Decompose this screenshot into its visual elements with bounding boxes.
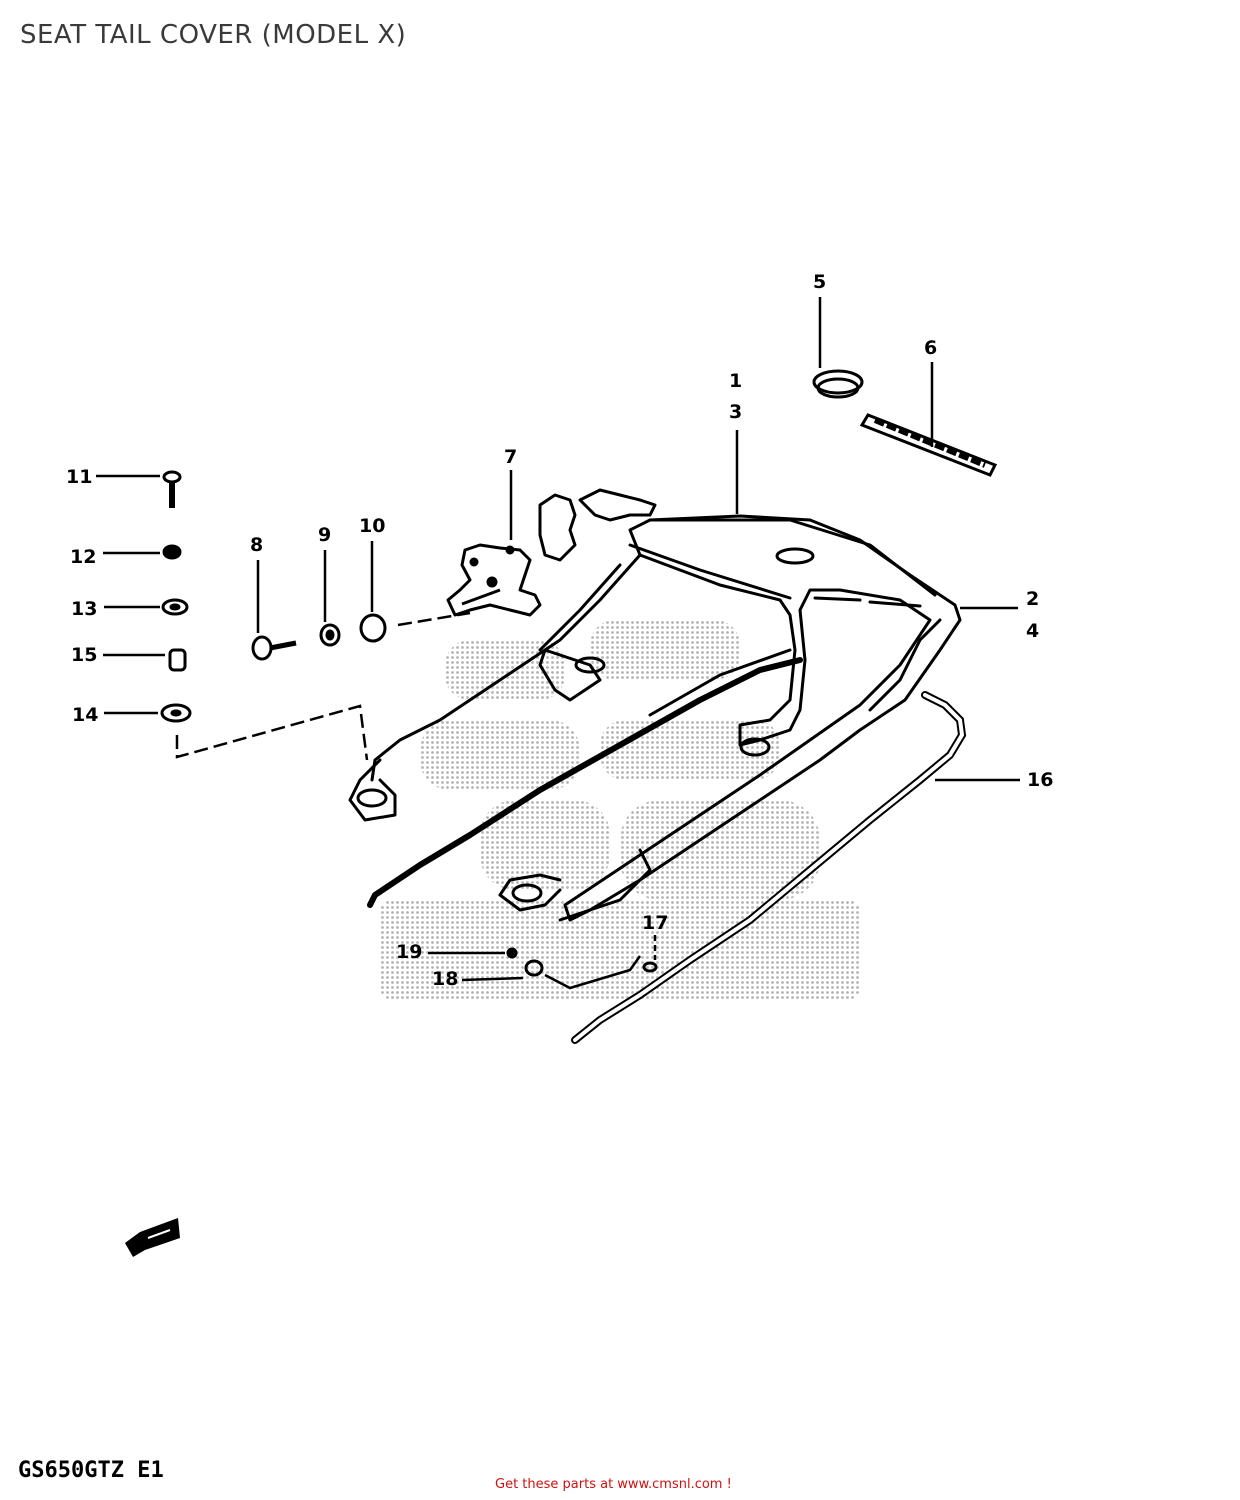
callout-5: 5 bbox=[813, 271, 826, 293]
callout-16: 16 bbox=[1027, 769, 1053, 791]
callout-12: 12 bbox=[70, 546, 96, 568]
callout-11: 11 bbox=[66, 466, 92, 488]
page-title: SEAT TAIL COVER (MODEL X) bbox=[20, 20, 407, 50]
callout-2: 2 bbox=[1026, 588, 1039, 610]
fastener-parts bbox=[160, 369, 998, 977]
callout-15: 15 bbox=[71, 644, 97, 666]
seat-latch-assembly bbox=[446, 488, 657, 617]
watermark-logo bbox=[380, 620, 860, 1000]
model-code: GS650GTZ E1 bbox=[18, 1458, 164, 1483]
callout-8: 8 bbox=[250, 534, 263, 556]
callout-14: 14 bbox=[72, 704, 98, 726]
callout-7: 7 bbox=[504, 446, 517, 468]
callout-6: 6 bbox=[924, 337, 937, 359]
callout-3: 3 bbox=[729, 401, 742, 423]
callout-9: 9 bbox=[318, 524, 331, 546]
callout-19: 19 bbox=[396, 941, 422, 963]
callout-labels: 1 3 2 4 5 6 7 8 9 10 11 12 13 15 14 16 1… bbox=[66, 271, 1053, 990]
callout-17: 17 bbox=[642, 912, 668, 934]
seal-strip bbox=[571, 691, 967, 1044]
callout-18: 18 bbox=[432, 968, 458, 990]
callout-13: 13 bbox=[71, 598, 97, 620]
callout-4: 4 bbox=[1026, 620, 1039, 642]
leader-lines bbox=[96, 297, 1020, 990]
callout-1: 1 bbox=[729, 370, 742, 392]
callout-10: 10 bbox=[359, 515, 385, 537]
seat-tail-cover bbox=[348, 514, 962, 922]
front-direction-arrow-icon bbox=[125, 1218, 180, 1257]
parts-link[interactable]: Get these parts at www.cmsnl.com ! bbox=[495, 1477, 732, 1492]
